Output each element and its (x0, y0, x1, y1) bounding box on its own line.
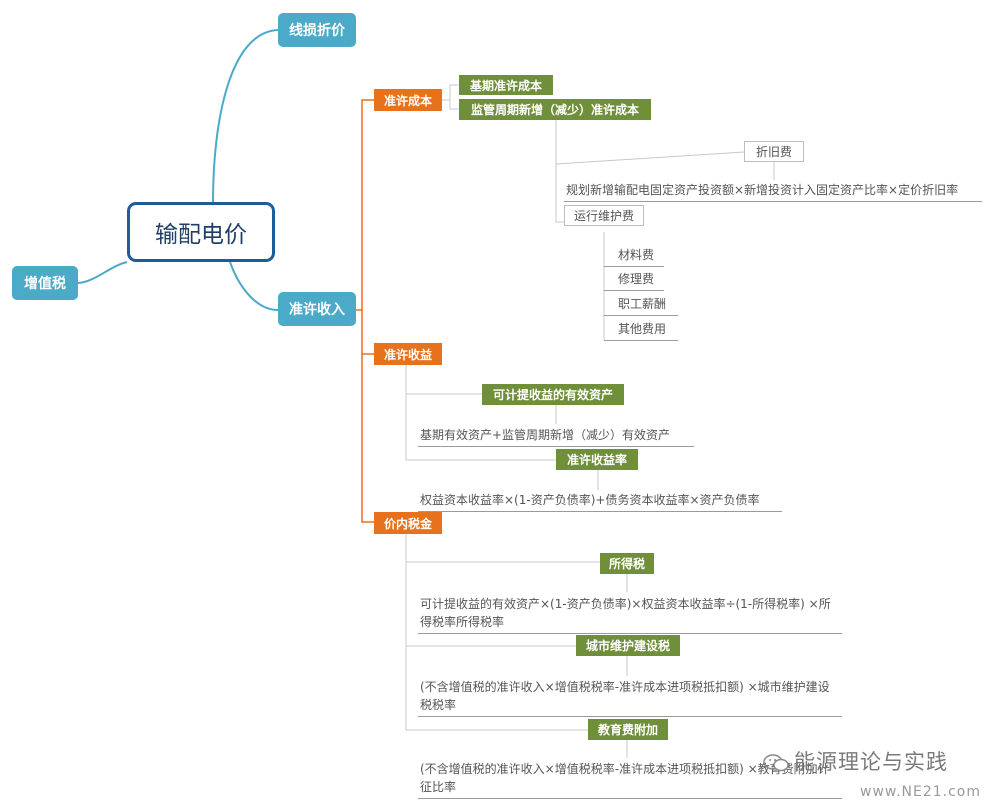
link-cost-jiqi (442, 84, 459, 101)
list-item-yunxing: 职工薪酬 (604, 295, 678, 316)
branch-xiansun[interactable]: 线损折价 (278, 13, 356, 47)
watermark-text: 能源理论与实践 (794, 750, 948, 774)
link-jianguan-children (555, 120, 564, 223)
node-yunxing[interactable]: 运行维护费 (564, 205, 644, 226)
link-cost-jianguan (449, 100, 459, 110)
node-zhunxushouyi[interactable]: 准许收益 (374, 343, 442, 365)
node-zhunxuchengben[interactable]: 准许成本 (374, 89, 442, 111)
node-chengjian[interactable]: 城市维护建设税 (576, 635, 680, 656)
wechat-icon (763, 754, 789, 772)
text-youxiaozichan-formula: 基期有效资产+监管周期新增（减少）有效资产 (418, 426, 694, 447)
branch-zhunxushouru[interactable]: 准许收入 (278, 292, 356, 326)
text-jiaoyu-formula: (不含增值税的准许收入×增值税税率-准许成本进项税抵扣额) ×教育费附加计征比率 (418, 760, 842, 799)
link-income-shouyi (361, 310, 374, 355)
text-zhejiu-formula: 规划新增输配电固定资产投资额×新增投资计入固定资产比率×定价折旧率 (564, 181, 982, 202)
link-shuijin-children (405, 532, 588, 731)
link-root-zengzhishui (77, 261, 128, 284)
node-suodeshui[interactable]: 所得税 (600, 553, 654, 574)
node-shouyilv[interactable]: 准许收益率 (556, 449, 638, 470)
list-item-yunxing: 材料费 (604, 246, 664, 267)
link-zhejiu (555, 151, 745, 165)
node-youxiaozichan[interactable]: 可计提收益的有效资产 (482, 384, 624, 405)
node-jiqi-chengben[interactable]: 基期准许成本 (459, 75, 553, 95)
list-item-yunxing: 修理费 (604, 270, 664, 291)
text-suodeshui-formula: 可计提收益的有效资产×(1-资产负债率)×权益资本收益率÷(1-所得税率) ×所… (418, 595, 842, 634)
link-root-zhunxushouru (229, 261, 279, 311)
text-shouyilv-formula: 权益资本收益率×(1-资产负债率)+债务资本收益率×资产负债率 (418, 491, 782, 512)
node-zhejiu[interactable]: 折旧费 (744, 141, 804, 162)
root-node[interactable]: 输配电价 (127, 202, 275, 262)
text-chengjian-formula: (不含增值税的准许收入×增值税税率-准许成本进项税抵扣额) ×城市维护建设税税率 (418, 678, 842, 717)
list-item-yunxing: 其他费用 (604, 320, 678, 341)
node-jiaoyu[interactable]: 教育费附加 (588, 719, 668, 740)
branch-zengzhishui[interactable]: 增值税 (12, 266, 78, 300)
link-income-main (356, 99, 374, 311)
node-jianguan-chengben[interactable]: 监管周期新增（减少）准许成本 (459, 99, 651, 120)
link-income-shuijin (361, 354, 374, 523)
link-shouyi-children (405, 364, 556, 461)
node-jianeishuijin[interactable]: 价内税金 (374, 512, 442, 534)
watermark-url: www.NE21.com (860, 784, 981, 800)
link-root-xiansun (212, 29, 279, 203)
